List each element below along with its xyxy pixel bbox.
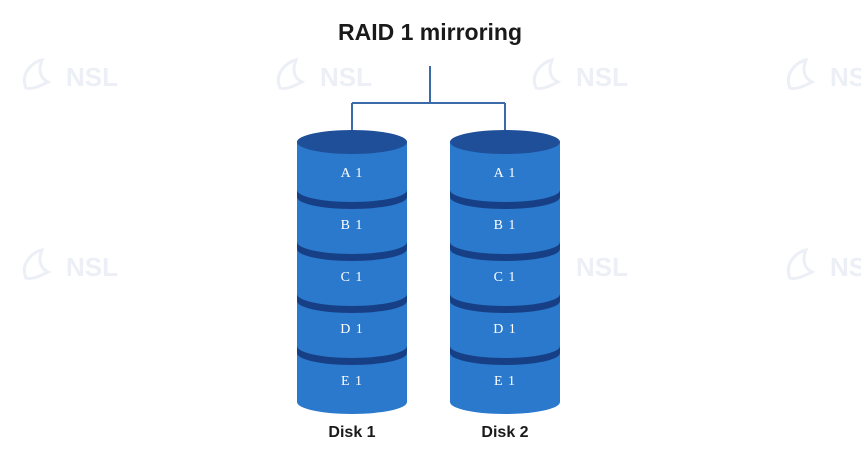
watermark-text: NSL (830, 62, 861, 92)
watermark: NSL (532, 248, 628, 282)
watermark-text: NSL (66, 62, 118, 92)
disks: A 1 B 1 C 1 D 1 E 1 Disk 1 A 1 B 1 C 1 D 1 E 1 Disk… (297, 130, 560, 441)
disk-2: A 1 B 1 C 1 D 1 E 1 Disk 2 (450, 130, 560, 441)
segment-divider (450, 294, 560, 313)
cylinder-top (450, 130, 560, 154)
segment-divider (297, 190, 407, 209)
disk-1: A 1 B 1 C 1 D 1 E 1 Disk 1 (297, 130, 407, 441)
watermark: NSL (22, 248, 118, 282)
block-label: D 1 (340, 322, 364, 337)
segment-divider (450, 346, 560, 365)
watermark: NSL (22, 58, 118, 92)
segment-divider (297, 346, 407, 365)
connector-lines (351, 66, 506, 142)
cylinder-body (297, 142, 407, 414)
block-label: E 1 (341, 374, 363, 389)
segment-divider (297, 294, 407, 313)
cylinder-top (297, 130, 407, 154)
watermark-layer: NSL NSL NSL NSL NSL NSL NSL (22, 58, 861, 282)
watermark: NSL (786, 248, 861, 282)
watermark: NSL (786, 58, 861, 92)
watermark: NSL (532, 58, 628, 92)
disk-label: Disk 2 (481, 424, 528, 441)
diagram-title: RAID 1 mirroring (338, 19, 522, 45)
block-label: E 1 (494, 374, 516, 389)
disk-label: Disk 1 (328, 424, 375, 441)
segment-divider (450, 190, 560, 209)
block-label: D 1 (493, 322, 517, 337)
block-label: A 1 (341, 166, 364, 181)
watermark: NSL (276, 58, 372, 92)
watermark-text: NSL (576, 252, 628, 282)
block-label: A 1 (494, 166, 517, 181)
block-label: C 1 (341, 270, 364, 285)
block-label: B 1 (494, 218, 517, 233)
watermark-text: NSL (320, 62, 372, 92)
segment-divider (297, 242, 407, 261)
watermark-text: NSL (66, 252, 118, 282)
block-label: B 1 (341, 218, 364, 233)
watermark-text: NSL (830, 252, 861, 282)
cylinder-body (450, 142, 560, 414)
segment-divider (450, 242, 560, 261)
watermark-text: NSL (576, 62, 628, 92)
block-label: C 1 (494, 270, 517, 285)
